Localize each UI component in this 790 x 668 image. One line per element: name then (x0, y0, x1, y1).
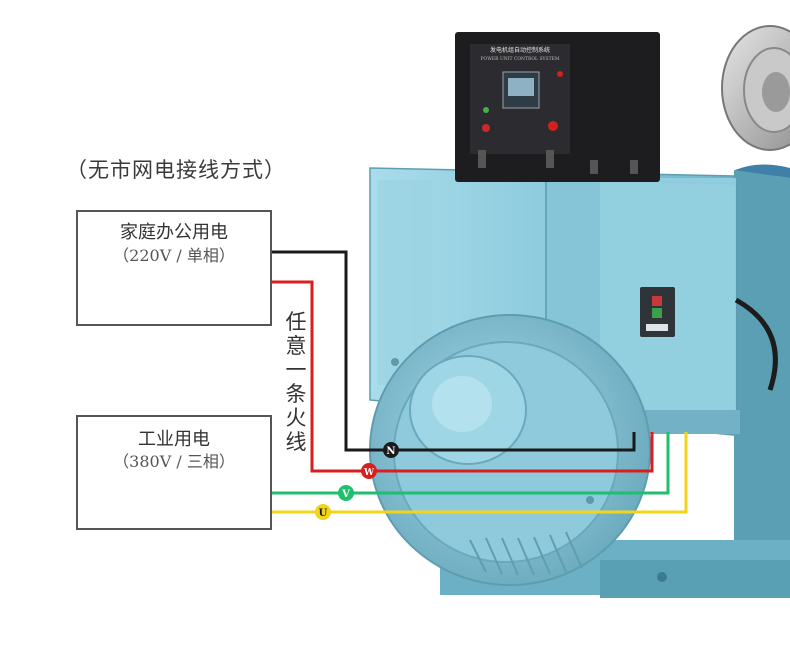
note-char: 一 (285, 358, 307, 382)
generator-body (369, 167, 790, 598)
terminal-w: W (361, 463, 377, 479)
note-char: 任 (285, 310, 307, 334)
panel-title: 发电机组自动控制系统 (490, 46, 550, 54)
note-char: 线 (285, 430, 307, 454)
note-char: 意 (285, 334, 307, 358)
phase-w-wire (272, 280, 654, 473)
terminal-u: U (315, 504, 331, 520)
phase-v-wire (272, 432, 670, 495)
wires (272, 250, 688, 514)
home-load-spec: （220V / 单相） (113, 246, 235, 265)
svg-text:N: N (386, 446, 395, 457)
wiring-method-heading: （无市网电接线方式） (66, 158, 286, 182)
terminal-v: V (338, 485, 354, 501)
neutral-wire (272, 250, 636, 452)
svg-text:U: U (319, 508, 328, 519)
home-load-title: 家庭办公用电 (120, 222, 228, 243)
svg-text:V: V (341, 489, 350, 500)
industry-load-spec: （380V / 三相） (113, 452, 235, 471)
phase-u-wire (272, 432, 688, 514)
industrial-load-box: 工业用电 （380V / 三相） (76, 415, 272, 530)
home-office-load-box: 家庭办公用电 （220V / 单相） (76, 210, 272, 326)
note-char: 条 (285, 382, 307, 406)
svg-text:W: W (363, 468, 375, 478)
note-char: 火 (285, 406, 307, 430)
terminal-n: N (383, 442, 399, 458)
panel-subtitle: POWER UNIT CONTROL SYSTEM (481, 56, 560, 62)
any-live-wire-note: 任 意 一 条 火 线 (283, 310, 309, 454)
industry-load-title: 工业用电 (138, 429, 210, 450)
control-panel: 发电机组自动控制系统 POWER UNIT CONTROL SYSTEM (455, 32, 660, 182)
